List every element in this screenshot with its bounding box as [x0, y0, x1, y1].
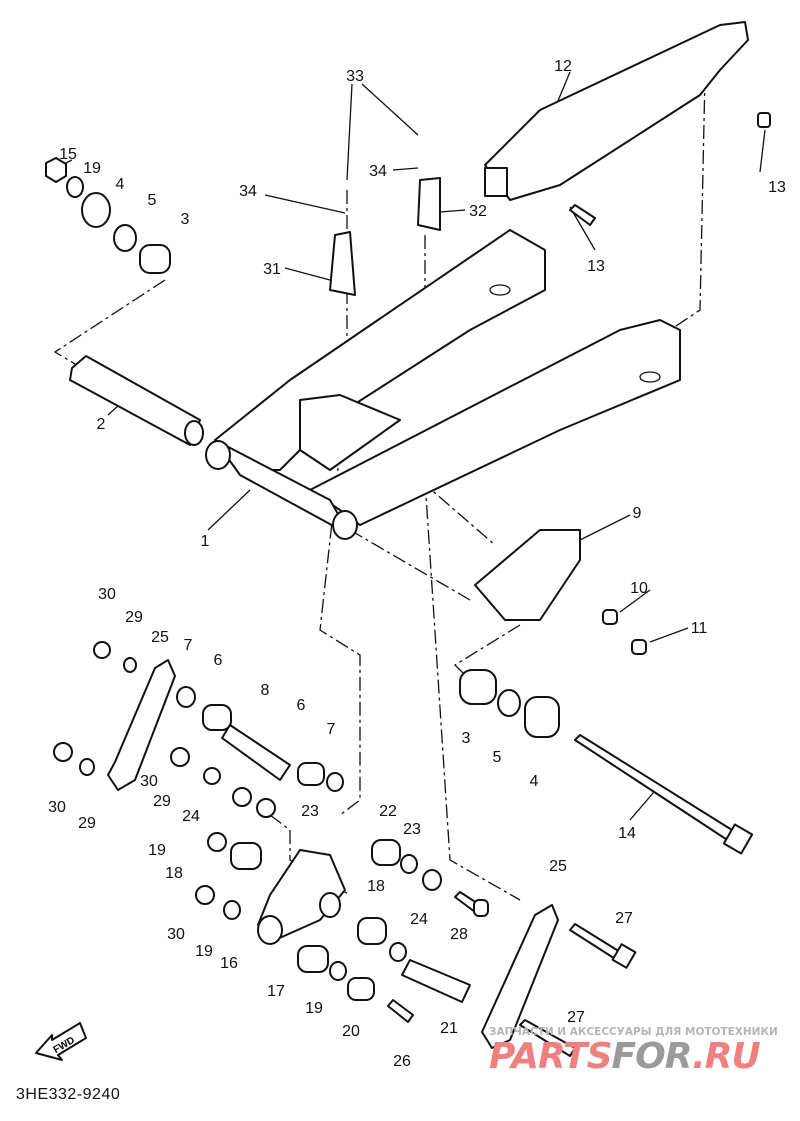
callout-label: 25: [549, 858, 567, 875]
callout-label: 31: [263, 261, 281, 278]
callout-label: 5: [493, 749, 502, 766]
fwd-arrow-icon: FWD: [35, 1022, 87, 1061]
swingarm: [205, 229, 681, 540]
brackets: [329, 177, 581, 621]
callout-label: 20: [342, 1023, 360, 1040]
callout-label: 19: [195, 943, 213, 960]
callout-label: 30: [48, 799, 66, 816]
callout-label: 3: [462, 730, 471, 747]
callout-label: 23: [403, 821, 421, 838]
callout-label: 28: [450, 926, 468, 943]
callout-label: 11: [691, 620, 708, 637]
callout-label: 16: [220, 955, 238, 972]
callout-label: 12: [554, 58, 572, 75]
callout-label: 13: [587, 258, 605, 275]
callout-label: 29: [78, 815, 96, 832]
callout-label: 17: [267, 983, 285, 1000]
pivot-shaft: [69, 355, 204, 446]
callout-label: 6: [214, 652, 223, 669]
callout-label: 29: [125, 609, 143, 626]
callout-label: 27: [615, 910, 633, 927]
callout-label: 30: [140, 773, 158, 790]
diagram-code: 3HE332-9240: [16, 1086, 121, 1103]
callout-label: 14: [618, 825, 636, 842]
callout-label: 33: [346, 68, 364, 85]
callout-label: 4: [116, 176, 125, 193]
callout-label: 19: [305, 1000, 323, 1017]
callout-label: 4: [530, 773, 539, 790]
callout-label: 32: [469, 203, 487, 220]
callout-label: 23: [301, 803, 319, 820]
callout-label: 26: [393, 1053, 411, 1070]
callout-label: 9: [633, 505, 642, 522]
callout-label: 2: [97, 416, 106, 433]
callout-label: 27: [567, 1009, 585, 1026]
callout-label: 7: [184, 637, 193, 654]
watermark-subtitle: ЗАПЧАСТИ И АКСЕССУАРЫ ДЛЯ МОТОТЕХНИКИ: [489, 1026, 778, 1038]
callout-label: 34: [239, 183, 257, 200]
callout-label: 5: [148, 192, 157, 209]
callout-label: 30: [98, 586, 116, 603]
bolts: [387, 112, 771, 1057]
callout-label: 34: [369, 163, 387, 180]
callout-label: 3: [181, 211, 190, 228]
callout-label: 22: [379, 803, 397, 820]
callout-label: 10: [630, 580, 648, 597]
callout-label: 1: [201, 533, 210, 550]
callout-label: 18: [165, 865, 183, 882]
callout-label: 8: [261, 682, 270, 699]
callout-label: 24: [410, 911, 428, 928]
callout-label: 18: [367, 878, 385, 895]
callout-label: 19: [148, 842, 166, 859]
linkage: [107, 659, 559, 1049]
callout-label: 25: [151, 629, 169, 646]
callout-label: 21: [440, 1020, 458, 1037]
callout-label: 30: [167, 926, 185, 943]
callout-label: 13: [768, 179, 786, 196]
callout-label: 6: [297, 697, 306, 714]
callout-label: 19: [83, 160, 101, 177]
callout-label: 7: [327, 721, 336, 738]
small-parts: [45, 157, 560, 1003]
watermark-logo: PARTSFOR.RU: [489, 1036, 761, 1077]
callout-label: 15: [59, 146, 77, 163]
callout-label: 24: [182, 808, 200, 825]
callout-label: 29: [153, 793, 171, 810]
chain-case: [484, 21, 749, 201]
